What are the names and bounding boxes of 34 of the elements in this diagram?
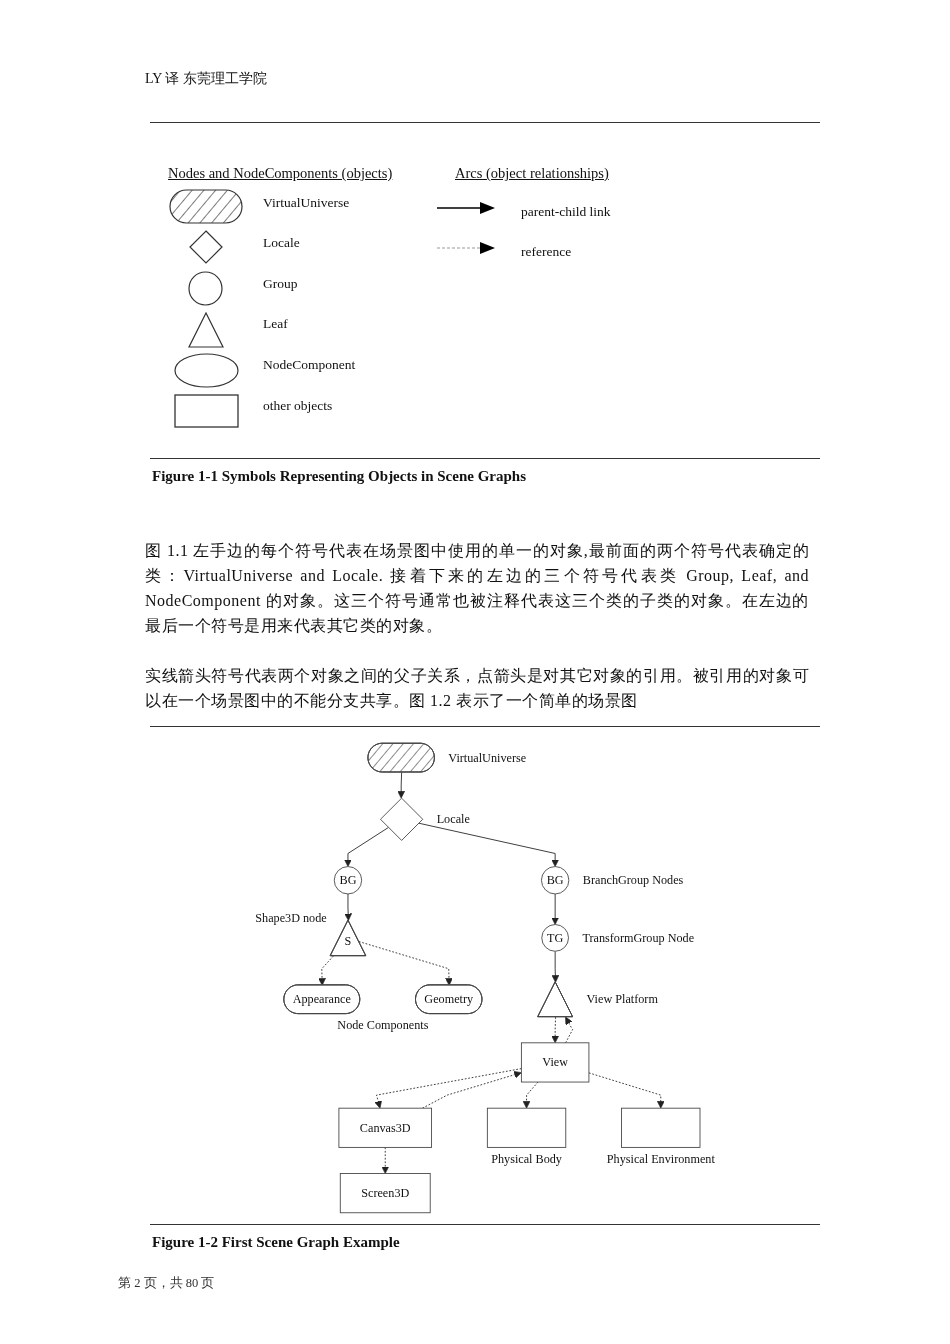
node-box: View: [520, 1042, 590, 1083]
legend-label: Locale: [263, 235, 300, 251]
page-footer: 第 2 页，共 80 页: [118, 1275, 215, 1292]
node-circle: BG: [540, 866, 570, 895]
legend-label: NodeComponent: [263, 357, 356, 373]
legend-label: reference: [521, 244, 572, 260]
page-header: LY 译 东莞理工学院: [145, 70, 267, 88]
legend-heading: Nodes and NodeComponents (objects): [168, 165, 393, 182]
legend-heading: Arcs (object relationships): [455, 165, 609, 182]
node-box: Canvas3D: [338, 1107, 432, 1148]
node-caption: Physical Body: [490, 1151, 562, 1166]
node-caption: View Platform: [586, 992, 658, 1007]
node-caption: VirtualUniverse: [448, 750, 526, 765]
node-caption: TransformGroup Node: [582, 930, 694, 945]
figure-caption: Figure 1-2 First Scene Graph Example: [152, 1234, 400, 1251]
node-box: Screen3D: [339, 1173, 431, 1214]
node-circle: BG: [333, 866, 362, 895]
paragraph: 图 1.1 左手边的每个符号代表在场景图中使用的单一的对象,最前面的两个符号代表确定的类：VirtualUniverse and Locale. 接着下来的左边的三个符号代表类 Group, Leaf, and NodeComponent 的对象。这三个符号通常也被注释代表这三个类的子类的对象。在左边的最后一个符号是用来代表其它类的对象。: [145, 541, 809, 636]
paragraph: 实线箭头符号代表两个对象之间的父子关系，点箭头是对其它对象的引用。被引用的对象可以在一个场景图中的不能分支共享。图 1.2 表示了一个简单的场景图: [145, 666, 809, 711]
legend-label: other objects: [263, 398, 333, 414]
legend-label: Group: [263, 276, 298, 292]
node-diamond: [379, 797, 423, 841]
legend-label: VirtualUniverse: [263, 195, 350, 211]
node-box: [486, 1107, 566, 1148]
legend-label: Leaf: [263, 316, 288, 332]
legend-label: parent-child link: [521, 204, 611, 220]
node-caption: Locale: [436, 812, 470, 827]
node-caption: Shape3D node: [255, 911, 327, 926]
node-circle: TG: [541, 924, 569, 952]
figure-caption: Figure 1-1 Symbols Representing Objects in Scene Graphs: [152, 468, 527, 485]
node-caption: Physical Environment: [606, 1151, 715, 1166]
figure-label: BranchGroup Nodes: [582, 873, 684, 888]
figure-label: Node Components: [337, 1017, 429, 1032]
node-box: [620, 1107, 701, 1148]
